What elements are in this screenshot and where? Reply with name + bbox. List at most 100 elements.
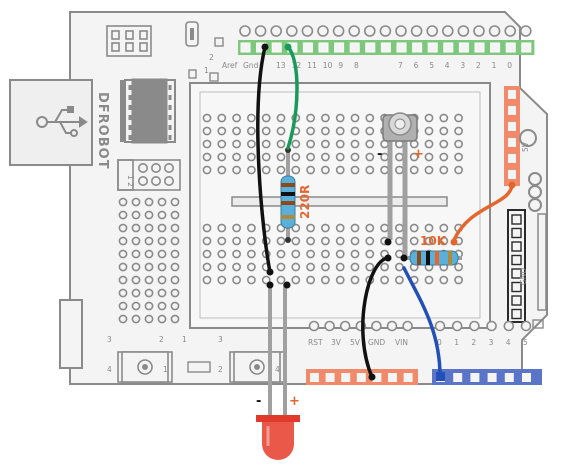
wire-endpoints — [261, 43, 516, 381]
breadboard-hole — [394, 262, 404, 272]
breadboard-hole — [217, 126, 227, 136]
breadboard-hole — [306, 165, 315, 175]
digital-header — [238, 25, 535, 55]
breadboard-hole — [320, 249, 330, 259]
breadboard-hole — [291, 165, 301, 175]
breadboard-hole — [246, 249, 256, 259]
header-socket — [511, 268, 522, 279]
breadboard-hole — [217, 249, 227, 259]
breadboard-hole — [202, 249, 212, 259]
breadboard-hole — [202, 152, 212, 162]
breadboard-hole — [439, 113, 449, 123]
breadboard-hole — [424, 113, 434, 123]
wire-orange — [452, 183, 514, 242]
breadboard-hole — [454, 113, 463, 123]
breadboard-hole — [261, 139, 271, 149]
header-pad — [504, 25, 517, 37]
btn-left-pin-2: 2 — [159, 335, 164, 344]
board-pad — [157, 210, 167, 220]
header-num-1: 1 — [204, 66, 209, 75]
pot-minus-label: - — [377, 147, 382, 162]
board-pad — [144, 301, 154, 311]
header-socket — [511, 281, 522, 293]
header-pad — [254, 25, 267, 37]
breadboard-hole — [439, 275, 449, 285]
wire-black-gnd — [256, 45, 272, 274]
icsp-header — [106, 25, 152, 57]
breadboard-hole — [306, 152, 315, 162]
header-pad — [469, 320, 480, 332]
header-pad — [348, 25, 361, 37]
header-pad — [317, 25, 329, 37]
small-cap — [187, 361, 211, 373]
header-pad — [402, 320, 413, 332]
header-socket — [403, 373, 413, 382]
header-socket — [508, 170, 516, 179]
board-pad — [170, 197, 180, 207]
breadboard-hole — [232, 249, 241, 259]
board-pad — [131, 314, 141, 324]
breadboard-hole — [202, 165, 212, 175]
header-socket — [341, 373, 351, 382]
board-pad — [131, 262, 141, 272]
header-pad — [486, 320, 497, 332]
power-jack — [59, 299, 83, 369]
header-hole — [151, 176, 162, 187]
breadboard-hole — [439, 152, 449, 162]
breadboard-hole — [291, 249, 301, 259]
breadboard-hole — [291, 262, 301, 272]
header-pad — [410, 25, 423, 37]
resistor-220r — [280, 147, 296, 243]
mini-header-label: 1 2 — [126, 175, 135, 187]
header-hole — [138, 176, 149, 187]
breadboard-hole — [380, 165, 389, 175]
gnd-label: Gnd — [243, 61, 259, 70]
breadboard-hole — [246, 152, 256, 162]
header-pad — [426, 25, 439, 37]
board-pad — [170, 288, 180, 298]
header-pad — [473, 25, 485, 37]
header-socket — [412, 42, 423, 53]
side-gnd-label: GND — [519, 268, 528, 285]
red-led — [256, 415, 300, 460]
btn-left-pin-3: 3 — [107, 335, 112, 344]
header-socket — [508, 90, 516, 99]
breadboard-hole — [320, 139, 330, 149]
header-pad — [488, 25, 501, 37]
breadboard-hole — [232, 236, 241, 246]
breadboard-hole — [276, 262, 286, 272]
breadboard-hole — [291, 223, 301, 233]
breadboard-hole — [380, 262, 389, 272]
board-pad — [118, 262, 128, 272]
breadboard-hole — [380, 275, 389, 285]
board-pad — [131, 249, 141, 259]
analog-pin-label: 3 — [489, 338, 494, 347]
breadboard-hole — [335, 165, 345, 175]
header-pad — [395, 25, 407, 37]
breadboard-hole — [276, 139, 286, 149]
breadboard-hole — [350, 236, 360, 246]
header-socket — [521, 42, 532, 53]
header-pad — [239, 25, 251, 37]
breadboard-hole — [365, 126, 375, 136]
breadboard-hole — [350, 275, 360, 285]
breadboard-hole — [350, 139, 360, 149]
breadboard-hole — [232, 223, 241, 233]
wire-blue — [402, 266, 442, 378]
breadboard-hole — [320, 223, 330, 233]
small-pad — [188, 37, 224, 82]
breadboard-hole — [424, 275, 434, 285]
header-socket — [372, 373, 382, 382]
board-pad — [118, 236, 128, 246]
header-pad — [520, 320, 532, 332]
breadboard-hole — [202, 262, 212, 272]
breadboard-hole — [246, 262, 256, 272]
led-leads — [268, 283, 287, 422]
chip-pin — [131, 78, 138, 144]
chip-pin — [149, 78, 156, 144]
breadboard-hole — [291, 139, 301, 149]
header-socket — [388, 373, 397, 382]
